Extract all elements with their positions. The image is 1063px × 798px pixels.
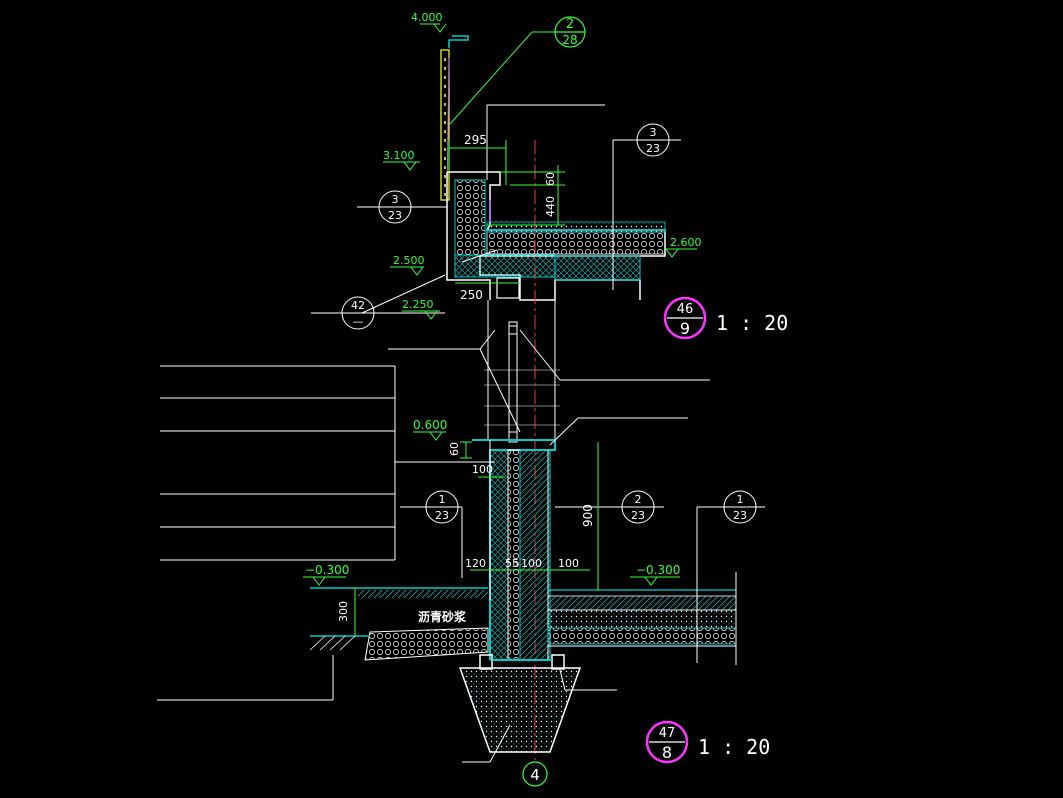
dim-295: 295 [464,133,487,147]
detail-47-sheet: 8 [662,743,672,762]
detail-46-num: 46 [677,302,694,317]
callout-3-23-top: 3 23 [636,123,670,157]
callout-42-sheet: — [353,315,364,328]
dim-60-sill: 60 [448,442,461,456]
dim-100-sill: 100 [472,463,493,476]
callout-42-num: 42 [351,299,365,312]
callout-42: 42 — [341,296,375,330]
callout-1-23-mid: 1 23 [425,490,459,524]
dim-100-wall: 100 [521,557,542,570]
dim-900: 900 [581,504,595,527]
callout-3-23-top-sheet: 23 [646,142,660,155]
callout-2-28-sheet: 28 [562,33,577,47]
dim-250: 250 [460,288,483,302]
lower-wall [472,439,556,661]
floor-layers [547,572,737,665]
elevation-ground-left: −0.300 [305,563,349,577]
callout-2-28-leader [449,31,533,125]
window [484,300,560,443]
callout-2-28: 2 28 [554,16,586,48]
callout-2-28-num: 2 [566,17,574,32]
detail-46-sheet: 9 [680,319,690,338]
callout-3-23-left-num: 3 [392,193,399,206]
elevation-sill: 0.600 [413,418,447,432]
dim-440: 440 [544,196,557,217]
ground-left [309,587,489,661]
footing [458,654,582,753]
elevation-top: 4.000 [411,11,443,24]
detail-47-num: 47 [659,726,676,741]
detail-46-scale: 1 : 20 [716,311,788,335]
callout-3-23-left: 3 23 [378,190,412,224]
elevation-parapet: 3.100 [383,149,415,162]
axis-4-label: 4 [530,766,540,784]
detail-47-scale: 1 : 20 [698,735,770,759]
elevation-beam-bottom: 2.250 [402,298,434,311]
elevation-roof: 2.600 [670,236,702,249]
elevation-markers [312,23,679,586]
railing [440,35,469,201]
elevation-labels: 4.000 3.100 2.600 2.500 2.250 0.600 −0.3… [305,11,702,577]
callout-1-23-right: 1 23 [723,490,757,524]
detail-title-46: 46 9 1 : 20 [663,296,788,340]
callout-2-23: 2 23 [621,490,655,524]
dimension-lines [303,23,697,636]
detail-title-47: 47 8 1 : 20 [645,720,770,764]
elevation-slab-top: 2.500 [393,254,425,267]
callout-3-23-left-sheet: 23 [388,209,402,222]
callout-2-23-sheet: 23 [631,509,645,522]
callout-1-23-mid-sheet: 23 [435,509,449,522]
dim-300: 300 [337,601,350,622]
callout-2-23-num: 2 [635,493,642,506]
roof-parapet [446,171,666,301]
callout-1-23-right-sheet: 23 [733,509,747,522]
callout-3-23-top-num: 3 [650,126,657,139]
dim-55: 55 [505,557,519,570]
dimension-labels: 295 60 440 250 60 100 900 120 55 100 100… [337,133,595,622]
elevation-ground-right: −0.300 [636,563,680,577]
asphalt-mortar-note: 沥青砂浆 [418,609,467,624]
dim-120: 120 [465,557,486,570]
axis-4-marker: 4 [522,761,548,787]
dim-100-right: 100 [558,557,579,570]
callout-1-23-right-num: 1 [737,493,744,506]
callout-1-23-mid-num: 1 [439,493,446,506]
dim-60-top: 60 [544,172,557,186]
